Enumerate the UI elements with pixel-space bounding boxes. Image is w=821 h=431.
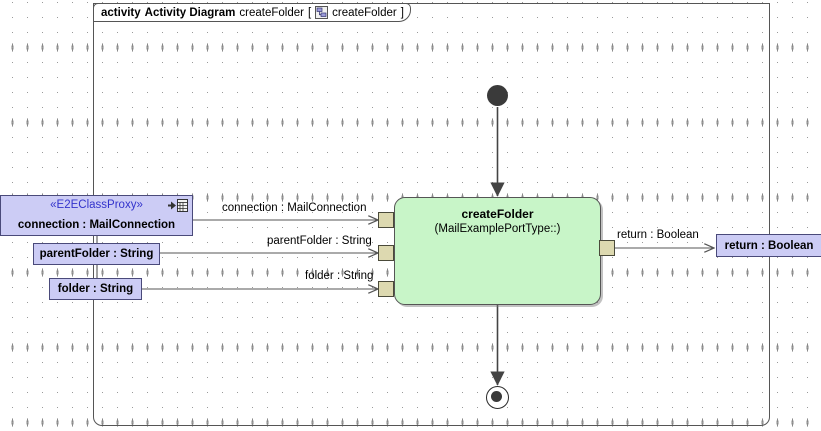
object-node-label: folder : String — [57, 283, 134, 295]
frame-bracket-close: ] — [400, 6, 404, 19]
object-node-folder[interactable]: folder : String — [49, 278, 142, 300]
action-node-qualifier: (MailExamplePortType::) — [434, 223, 561, 235]
frame-ref-name: createFolder — [332, 6, 397, 19]
object-node-connection[interactable]: «E2EClassProxy» connection : MailConnect… — [0, 195, 193, 236]
frame-bracket-open: [ — [307, 6, 312, 19]
edge-label-parentfolder: parentFolder : String — [267, 235, 372, 247]
class-proxy-icon — [168, 199, 188, 212]
frame-name: createFolder — [239, 6, 304, 19]
object-node-return[interactable]: return : Boolean — [716, 234, 821, 257]
initial-node[interactable] — [487, 85, 508, 106]
activity-diagram-icon — [315, 6, 329, 19]
action-node-title: createFolder — [461, 207, 534, 221]
object-node-label: return : Boolean — [724, 239, 814, 252]
stereotype-label: «E2EClassProxy» — [50, 199, 143, 211]
activity-final-node[interactable] — [486, 386, 509, 409]
frame-keyword: activity — [101, 6, 141, 19]
action-node-createfolder[interactable]: createFolder (MailExamplePortType::) — [394, 197, 601, 305]
frame-type-label: Activity Diagram — [144, 6, 236, 19]
output-pin-return[interactable] — [599, 240, 615, 256]
object-node-label: connection : MailConnection — [17, 219, 176, 231]
edge-label-return: return : Boolean — [617, 229, 699, 241]
edge-label-folder: folder : String — [305, 270, 374, 282]
input-pin-parentfolder[interactable] — [378, 245, 394, 261]
activity-frame-header[interactable]: activity Activity Diagram createFolder [… — [93, 3, 411, 22]
object-node-label: parentFolder : String — [39, 248, 154, 260]
input-pin-connection[interactable] — [378, 212, 394, 228]
edge-label-connection: connection : MailConnection — [222, 202, 367, 214]
object-node-parentfolder[interactable]: parentFolder : String — [33, 243, 160, 265]
input-pin-folder[interactable] — [378, 281, 394, 297]
